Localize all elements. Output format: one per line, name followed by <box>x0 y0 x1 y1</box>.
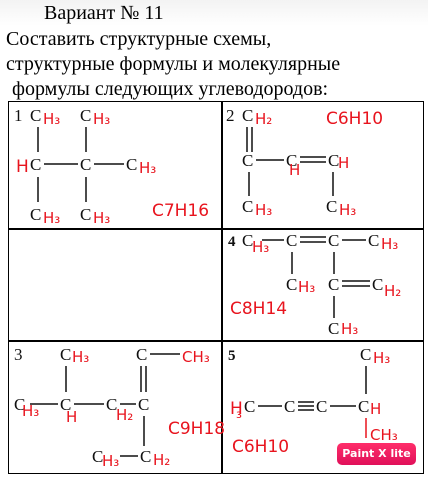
cell-1-atom: C <box>30 106 41 125</box>
cell-3-atom: C <box>140 447 151 466</box>
cell-1-handwriting: H₃ <box>93 209 110 227</box>
cell-1-number: 1 <box>14 106 23 125</box>
cell-5-handwriting: ₃ <box>236 404 242 422</box>
cell-1-handwriting: H₃ <box>139 159 156 177</box>
cell-1-scheme: 1 C H₃ C H₃ H C C C H₃ C H₃ C H₃ C7H16 <box>14 106 209 227</box>
cell-4-formula: C8H14 <box>230 299 287 319</box>
cell-2-atom: C <box>328 151 339 170</box>
cell-1-handwriting: H₃ <box>43 209 60 227</box>
cell-4-atom: C <box>368 231 379 250</box>
cell-2-scheme: 2 C H₂ C6H10 C C H C H C H₃ C H₃ <box>226 106 383 219</box>
instruction-line-1: Составить структурные схемы, <box>6 28 272 50</box>
cell-2-formula: C6H10 <box>326 109 383 129</box>
cell-3-atom: C <box>92 447 103 466</box>
cell-3-atom: C <box>60 395 71 414</box>
cell-5-scheme: 5 C H₃ H ₃ C C C C H CH₃ C6H10 <box>228 345 398 457</box>
cell-3-handwriting: H₂ <box>116 406 133 424</box>
cell-2-handwriting: H₂ <box>255 110 272 128</box>
cell-1-atom: C <box>126 155 137 174</box>
cell-1-atom: C <box>30 205 41 224</box>
cell-4-handwriting: H₂ <box>384 282 401 300</box>
cell-4-atom: C <box>328 231 339 250</box>
cell-2-handwriting: H <box>289 161 300 179</box>
table-row-divider-2 <box>9 340 423 342</box>
cell-3-handwriting: H <box>66 408 77 426</box>
cell-5-number: 5 <box>228 348 236 364</box>
cell-3-atom: C <box>14 395 25 414</box>
cell-4-atom: C <box>286 275 297 294</box>
cell-3-handwriting: CH₃ <box>182 348 210 366</box>
cell-4-atom: C <box>372 275 383 294</box>
cell-2-handwriting: H₃ <box>339 201 356 219</box>
cell-4-handwriting: H₃ <box>381 235 398 253</box>
cell-5-handwriting: H <box>230 399 243 419</box>
cell-3-formula: C9H18 <box>168 419 225 439</box>
variant-title: Вариант № 11 <box>44 2 164 24</box>
instruction-line-3: формулы следующих углеводородов: <box>12 78 329 100</box>
cell-2-atom: C <box>286 151 297 170</box>
cell-4-atom: C <box>286 231 297 250</box>
cell-5-formula: C6H10 <box>232 437 289 457</box>
cell-2-atom: C <box>242 106 253 125</box>
cell-4-handwriting: H₃ <box>252 238 269 256</box>
cell-4-number: 4 <box>228 234 236 250</box>
task-table <box>8 101 424 474</box>
cell-2-atom: C <box>242 151 253 170</box>
cell-4-handwriting: H₃ <box>298 278 315 296</box>
cell-3-handwriting: H₃ <box>72 348 89 366</box>
cell-5-handwriting: CH₃ <box>370 426 398 444</box>
cell-1-handwriting: H₃ <box>93 110 110 128</box>
cell-2-number: 2 <box>226 106 235 125</box>
cell-2-atom: C <box>242 197 253 216</box>
cell-1-handwriting: H₃ <box>43 110 60 128</box>
cell-4-atom: C <box>328 275 339 294</box>
cell-2-handwriting: H <box>338 154 349 172</box>
cell-1-handwriting: H <box>16 157 29 177</box>
cell-1-atom: C <box>80 205 91 224</box>
cell-3-number: 3 <box>14 345 23 364</box>
cell-5-atom: C <box>358 397 369 416</box>
cell-3-atom: C <box>138 395 149 414</box>
table-vertical-divider <box>221 102 223 473</box>
instruction-line-2: структурные формулы и молекулярные <box>6 53 341 75</box>
cell-3-scheme: 3 C H₃ C CH₃ C H₃ C H C H₂ C C9H18 C H₃ … <box>14 345 225 470</box>
cell-3-atom: C <box>136 345 147 364</box>
cell-1-atom: C <box>30 155 41 174</box>
cell-3-atom: C <box>106 395 117 414</box>
cell-5-atom: C <box>316 397 327 416</box>
cell-2-atom: C <box>326 197 337 216</box>
cell-4-atom: C <box>242 231 253 250</box>
cell-5-handwriting: H <box>370 400 381 418</box>
cell-4-scheme: 4 C H₃ C C C H₃ C H₃ C C H₂ C8H14 C H₃ <box>228 231 401 338</box>
cell-5-atom: C <box>244 397 255 416</box>
cell-5-handwriting: H₃ <box>373 349 390 367</box>
cell-3-handwriting: H₂ <box>153 451 170 469</box>
cell-5-atom: C <box>284 397 295 416</box>
cell-3-handwriting: H₃ <box>102 452 119 470</box>
cell-3-atom: C <box>60 345 71 364</box>
top-bar <box>0 0 428 26</box>
paint-x-lite-watermark: Paint X lite <box>337 443 416 465</box>
cell-2-handwriting: H₃ <box>255 201 272 219</box>
cell-5-atom: C <box>360 345 371 364</box>
cell-1-atom: C <box>80 106 91 125</box>
cell-3-handwriting: H₃ <box>22 402 39 420</box>
cell-1-atom: C <box>80 155 91 174</box>
cell-4-atom: C <box>328 319 339 338</box>
table-row-divider-1 <box>9 228 423 230</box>
cell-1-formula: C7H16 <box>152 201 209 221</box>
cell-4-handwriting: H₃ <box>341 320 358 338</box>
